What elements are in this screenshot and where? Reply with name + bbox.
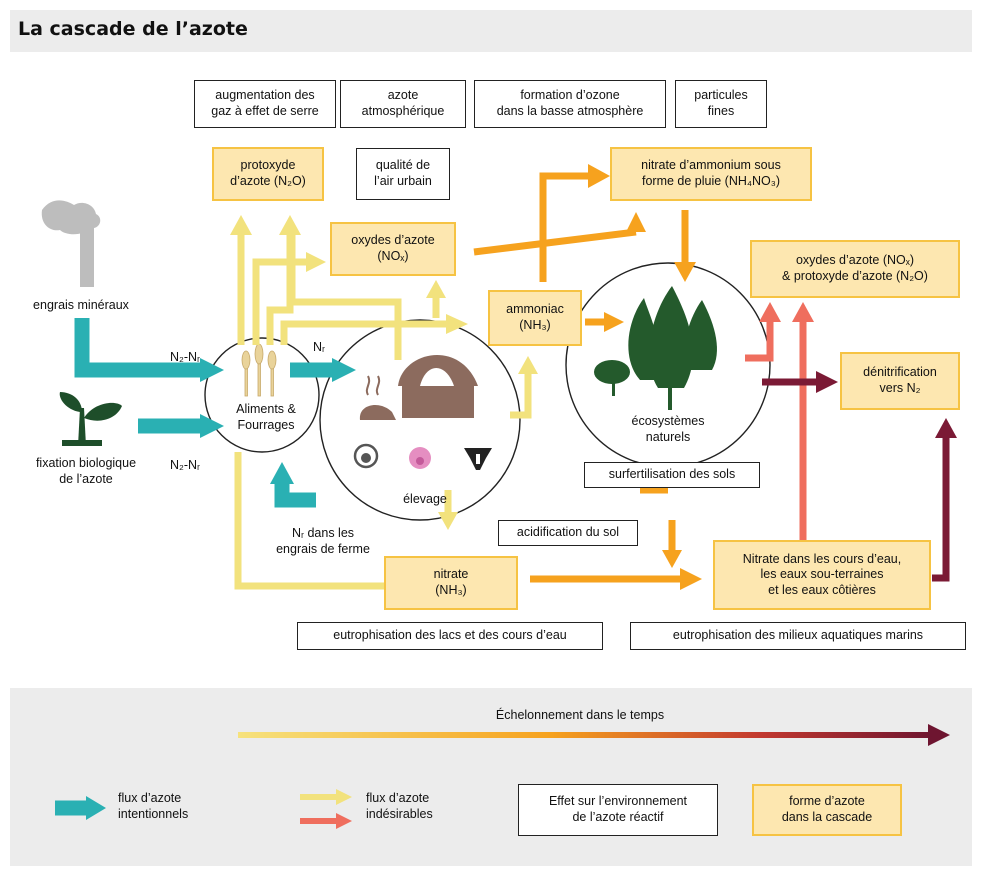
- form-ammonium-nitrate: nitrate d’ammonium sous forme de pluie (…: [610, 147, 812, 201]
- form-nox: oxydes d’azote (NOₓ): [330, 222, 456, 276]
- legend-undesired-icon: [300, 789, 352, 829]
- form-ammonia: ammoniac (NH₃): [488, 290, 582, 346]
- effect-air-quality: qualité de l’air urbain: [356, 148, 450, 200]
- pig-icon: [409, 447, 431, 469]
- timeline-arrow: [238, 724, 950, 746]
- wheat-icon: [241, 343, 277, 397]
- legend-timeline-label: Échelonnement dans le temps: [495, 708, 665, 722]
- barn-icon: [398, 355, 478, 418]
- cow-icon: [464, 448, 492, 470]
- form-denitrification: dénitrification vers N₂: [840, 352, 960, 410]
- label-nr-farm-fertilizer: Nᵣ dans les engrais de ferme: [276, 526, 370, 556]
- diagram-title: La cascade de l’azote: [18, 18, 248, 40]
- undesired-yellow-heads: [230, 215, 538, 530]
- effect-eutrophication-lakes: eutrophisation des lacs et des cours d’e…: [297, 622, 603, 650]
- form-nitrate: nitrate (NH₃): [384, 556, 518, 610]
- intentional-flow-arrows: [74, 318, 356, 508]
- label-nr: Nᵣ: [312, 340, 326, 354]
- form-n2o: protoxyde d’azote (N₂O): [212, 147, 324, 201]
- factory-icon: [41, 200, 101, 287]
- label-natural-ecosystems: écosystèmes naturels: [631, 414, 705, 444]
- label-n2-nr-top: N₂-Nᵣ: [169, 350, 201, 364]
- legend-intentional-icon: [55, 796, 106, 820]
- effect-eutrophication-marine: eutrophisation des milieux aquatiques ma…: [630, 622, 966, 650]
- effect-particles: particules fines: [675, 80, 767, 128]
- effect-atmospheric: azote atmosphérique: [340, 80, 466, 128]
- legend-band: [10, 688, 972, 866]
- label-biological-fixation: fixation biologique de l’azote: [35, 456, 137, 486]
- header-bar: [10, 10, 972, 52]
- label-mineral-fertilizer: engrais minéraux: [33, 298, 129, 312]
- plant-icon: [59, 392, 122, 446]
- legend-intentional-label: flux d’azote intentionnels: [118, 791, 189, 821]
- effect-ozone: formation d’ozone dans la basse atmosphè…: [474, 80, 666, 128]
- livestock-circle: [319, 319, 521, 521]
- label-n2-nr-bottom: N₂-Nᵣ: [169, 458, 201, 472]
- cascade-orange-arrows: [473, 172, 689, 583]
- effect-soil-acidification: acidification du sol: [498, 520, 638, 546]
- legend-undesired-label: flux d’azote indésirables: [366, 791, 433, 821]
- legend-form-box: forme d’azote dans la cascade: [752, 784, 902, 836]
- manure-icon: [359, 375, 396, 420]
- label-food-feed: Aliments & Fourrages: [236, 402, 296, 432]
- sheep-icon: [353, 443, 379, 469]
- effect-ghg: augmentation des gaz à effet de serre: [194, 80, 336, 128]
- tree-icon: [594, 286, 717, 410]
- effect-soil-overfertilisation: surfertilisation des sols: [584, 462, 760, 488]
- cascade-orange-heads: [588, 164, 702, 590]
- label-livestock: élevage: [403, 492, 447, 506]
- undesired-red-arrows: [745, 302, 814, 540]
- legend-effect-box: Effet sur l’environnement de l’azote réa…: [518, 784, 718, 836]
- form-water-nitrate: Nitrate dans les cours d’eau, les eaux s…: [713, 540, 931, 610]
- form-nox-n2o: oxydes d’azote (NOₓ) & protoxyde d’azote…: [750, 240, 960, 298]
- dark-flow-arrows: [762, 371, 957, 582]
